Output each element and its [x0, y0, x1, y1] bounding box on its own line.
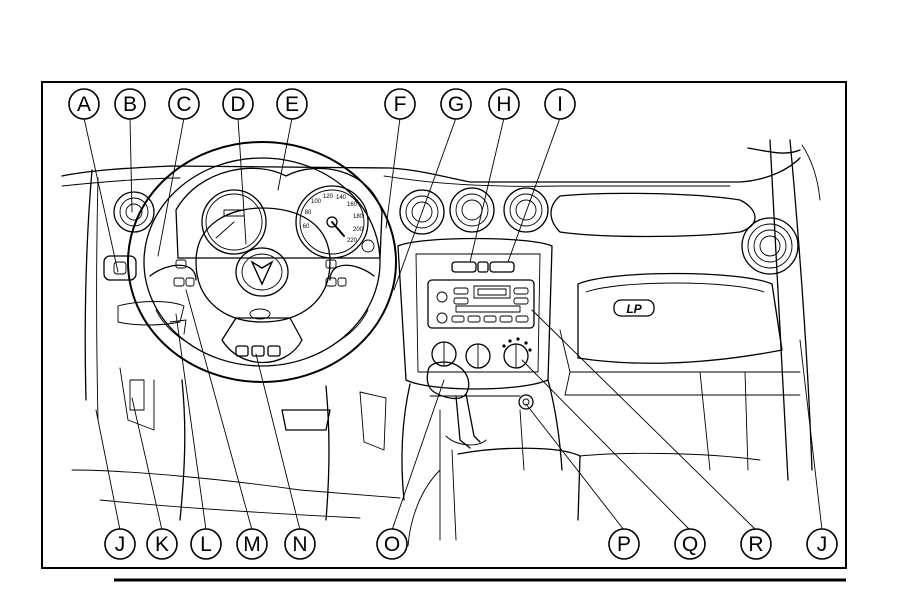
svg-text:P: P: [617, 533, 631, 556]
svg-text:D: D: [230, 93, 245, 116]
svg-text:A: A: [77, 93, 91, 116]
callout-m: M: [236, 528, 268, 560]
gear-shifter: [426, 361, 487, 541]
steering-wheel: [127, 141, 397, 383]
svg-text:B: B: [123, 93, 137, 116]
svg-text:R: R: [748, 533, 763, 556]
svg-text:I: I: [557, 93, 563, 116]
instrument-cluster: 60 80 100 120 140 160 180 200 220: [175, 167, 383, 259]
speedometer-number: 220: [347, 238, 358, 244]
svg-text:G: G: [448, 93, 464, 116]
svg-text:C: C: [176, 93, 191, 116]
callout-e: E: [276, 88, 308, 120]
callout-o: O: [376, 528, 408, 560]
svg-text:J: J: [115, 533, 126, 556]
callout-j-left: J: [104, 528, 136, 560]
callout-l: L: [190, 528, 222, 560]
svg-text:N: N: [292, 533, 307, 556]
speedometer-number: 60: [303, 224, 310, 230]
svg-text:L: L: [200, 533, 212, 556]
speedometer-number: 180: [353, 214, 364, 220]
svg-text:H: H: [496, 93, 511, 116]
callout-d: D: [222, 88, 254, 120]
svg-text:Q: Q: [682, 533, 698, 556]
callout-j-right: J: [806, 528, 838, 560]
svg-text:M: M: [243, 533, 261, 556]
leader-lines: [83, 117, 823, 531]
cigarette-lighter: [518, 394, 534, 410]
callout-f: F: [384, 88, 416, 120]
speedometer-number: 100: [311, 199, 322, 205]
callout-h: H: [488, 88, 520, 120]
diagram-frame: [41, 81, 847, 569]
speedometer-number: 160: [347, 202, 358, 208]
svg-text:F: F: [394, 93, 407, 116]
callout-r: R: [740, 528, 772, 560]
passenger-vent: [741, 217, 799, 275]
callout-q: Q: [674, 528, 706, 560]
dashboard-illustration: LP: [61, 139, 821, 547]
top-callouts: A B C D E F G H: [68, 88, 576, 120]
callout-n: N: [284, 528, 316, 560]
callout-a: A: [68, 88, 100, 120]
speedometer-number: 80: [305, 210, 312, 216]
speedometer-number: 200: [353, 227, 364, 233]
callout-g: G: [440, 88, 472, 120]
svg-text:E: E: [285, 93, 299, 116]
callout-i: I: [544, 88, 576, 120]
callout-k: K: [146, 528, 178, 560]
svg-text:O: O: [384, 533, 400, 556]
glovebox-logo: LP: [626, 302, 642, 316]
callout-b: B: [114, 88, 146, 120]
bottom-callouts: J K L M N O P Q: [104, 528, 838, 560]
callout-c: C: [168, 88, 200, 120]
speedometer-number: 140: [336, 195, 347, 201]
svg-text:J: J: [817, 533, 828, 556]
svg-text:K: K: [155, 533, 169, 556]
speedometer-number: 120: [323, 194, 334, 200]
callout-p: P: [608, 528, 640, 560]
center-vents: [399, 187, 549, 235]
radio: [427, 279, 535, 329]
climate-controls: [431, 337, 532, 369]
